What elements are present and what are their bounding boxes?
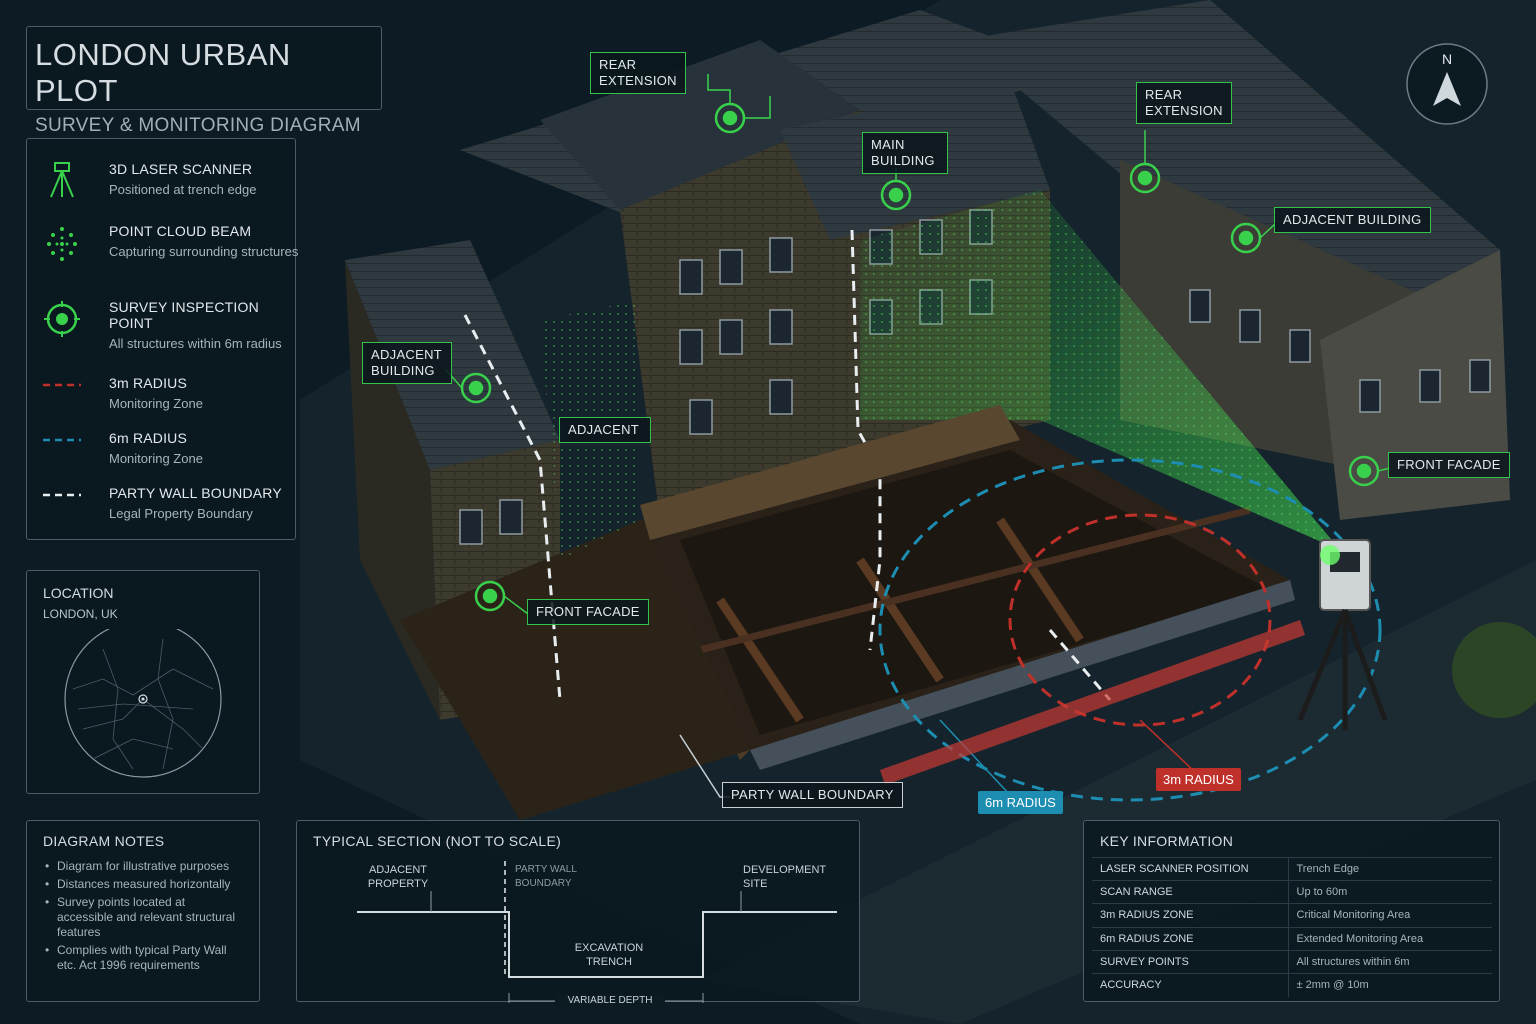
key-cell: LASER SCANNER POSITION [1092,856,1289,881]
callout-adjacent-small: ADJACENT [559,417,651,443]
section-label-party-wall: PARTY WALL BOUNDARY [515,864,577,889]
value-cell: ± 2mm @ 10m [1288,972,1492,997]
white-dash-icon [43,493,81,497]
legend-label: SURVEY INSPECTION POINT [109,299,259,331]
key-cell: ACCURACY [1092,972,1289,997]
compass: N [1405,42,1489,126]
callout-front-facade-left: FRONT FACADE [527,599,649,625]
section-label-trench: EXCAVATION TRENCH [574,942,644,968]
location-map-icon [64,629,222,778]
hoarding-fence [640,405,1020,540]
legend-desc: Monitoring Zone [109,396,203,411]
callout-main-building: MAIN BUILDING [862,132,948,174]
section-panel: TYPICAL SECTION (NOT TO SCALE) ADJACENT … [296,820,860,1008]
value-cell: All structures within 6m [1288,949,1492,974]
value-cell: Up to 60m [1288,880,1492,904]
callout-rear-extension-right: REAR EXTENSION [1136,82,1232,124]
key-info-title: KEY INFORMATION [1100,833,1234,849]
laser-scanner [1297,539,1388,730]
note-item: Complies with typical Party Wall etc. Ac… [43,943,243,973]
legend-label: 6m RADIUS [109,430,188,446]
notes-list: Diagram for illustrative purposes Distan… [43,859,243,973]
legend-label: PARTY WALL BOUNDARY [109,485,282,501]
target-icon [44,301,80,337]
street-barrier [880,620,1305,785]
legend-desc: Legal Property Boundary [109,506,253,521]
radius-3m-label: 3m RADIUS [1156,768,1241,791]
title-panel: LONDON URBAN PLOT SURVEY & MONITORING DI… [26,26,382,136]
legend-desc: Positioned at trench edge [109,182,257,197]
callout-adjacent-building-right: ADJACENT BUILDING [1274,207,1431,233]
radius-6m-label: 6m RADIUS [978,791,1063,814]
radius-3m-leader [1139,719,1196,773]
red-dash-icon [43,383,81,387]
callout-front-facade-right: FRONT FACADE [1388,452,1510,478]
tree [1452,622,1536,718]
legend-label: 3m RADIUS [109,375,188,391]
legend-desc: All structures within 6m radius [109,336,282,351]
notes-panel: DIAGRAM NOTES Diagram for illustrative p… [26,820,260,1002]
legend-label: 3D LASER SCANNER [109,161,253,177]
point-cloud-icon [47,227,77,261]
section-label-adjacent: ADJACENT PROPERTY [367,864,429,890]
value-cell: Critical Monitoring Area [1288,903,1492,928]
callout-adjacent-building-left: ADJACENT BUILDING [362,342,452,384]
excavation-pit [400,420,1295,820]
value-cell: Extended Monitoring Area [1288,926,1492,951]
legend-panel: 3D LASER SCANNER Positioned at trench ed… [26,138,299,540]
key-cell: SCAN RANGE [1092,880,1289,904]
legend-label: POINT CLOUD BEAM [109,223,252,239]
legend-desc: Capturing surrounding structures [109,244,299,259]
notes-title: DIAGRAM NOTES [43,833,165,849]
callout-rear-extension-left: REAR EXTENSION [590,52,686,94]
blue-dash-icon [43,438,81,442]
section-drawing [357,861,837,1003]
laser-scanner-icon [50,162,74,198]
key-cell: 6m RADIUS ZONE [1092,926,1289,951]
section-title: TYPICAL SECTION (NOT TO SCALE) [313,833,562,849]
page-title: LONDON URBAN PLOT [35,37,291,108]
section-label-development: DEVELOPMENT SITE [743,864,826,890]
compass-label: N [1442,51,1452,67]
location-title: LOCATION [43,585,114,601]
survey-targets [460,102,1380,612]
page-subtitle: SURVEY & MONITORING DIAGRAM [35,115,361,136]
radius-3m-circle [1008,513,1272,727]
key-cell: 3m RADIUS ZONE [1092,903,1289,928]
note-item: Distances measured horizontally [43,877,243,892]
legend-desc: Monitoring Zone [109,451,203,466]
key-cell: SURVEY POINTS [1092,949,1289,974]
note-item: Diagram for illustrative purposes [43,859,243,874]
table-row: ACCURACY± 2mm @ 10m [1092,972,1492,997]
note-item: Survey points located at accessible and … [43,895,243,940]
location-panel: LOCATION LONDON, UK [26,570,260,794]
radius-6m-circle [878,458,1382,802]
section-label-depth: VARIABLE DEPTH [555,994,665,1008]
radius-6m-leader [939,719,1011,796]
location-place: LONDON, UK [43,607,118,621]
value-cell: Trench Edge [1288,856,1492,881]
north-arrow-icon: N [1406,43,1488,125]
callout-party-wall-boundary: PARTY WALL BOUNDARY [722,782,903,808]
